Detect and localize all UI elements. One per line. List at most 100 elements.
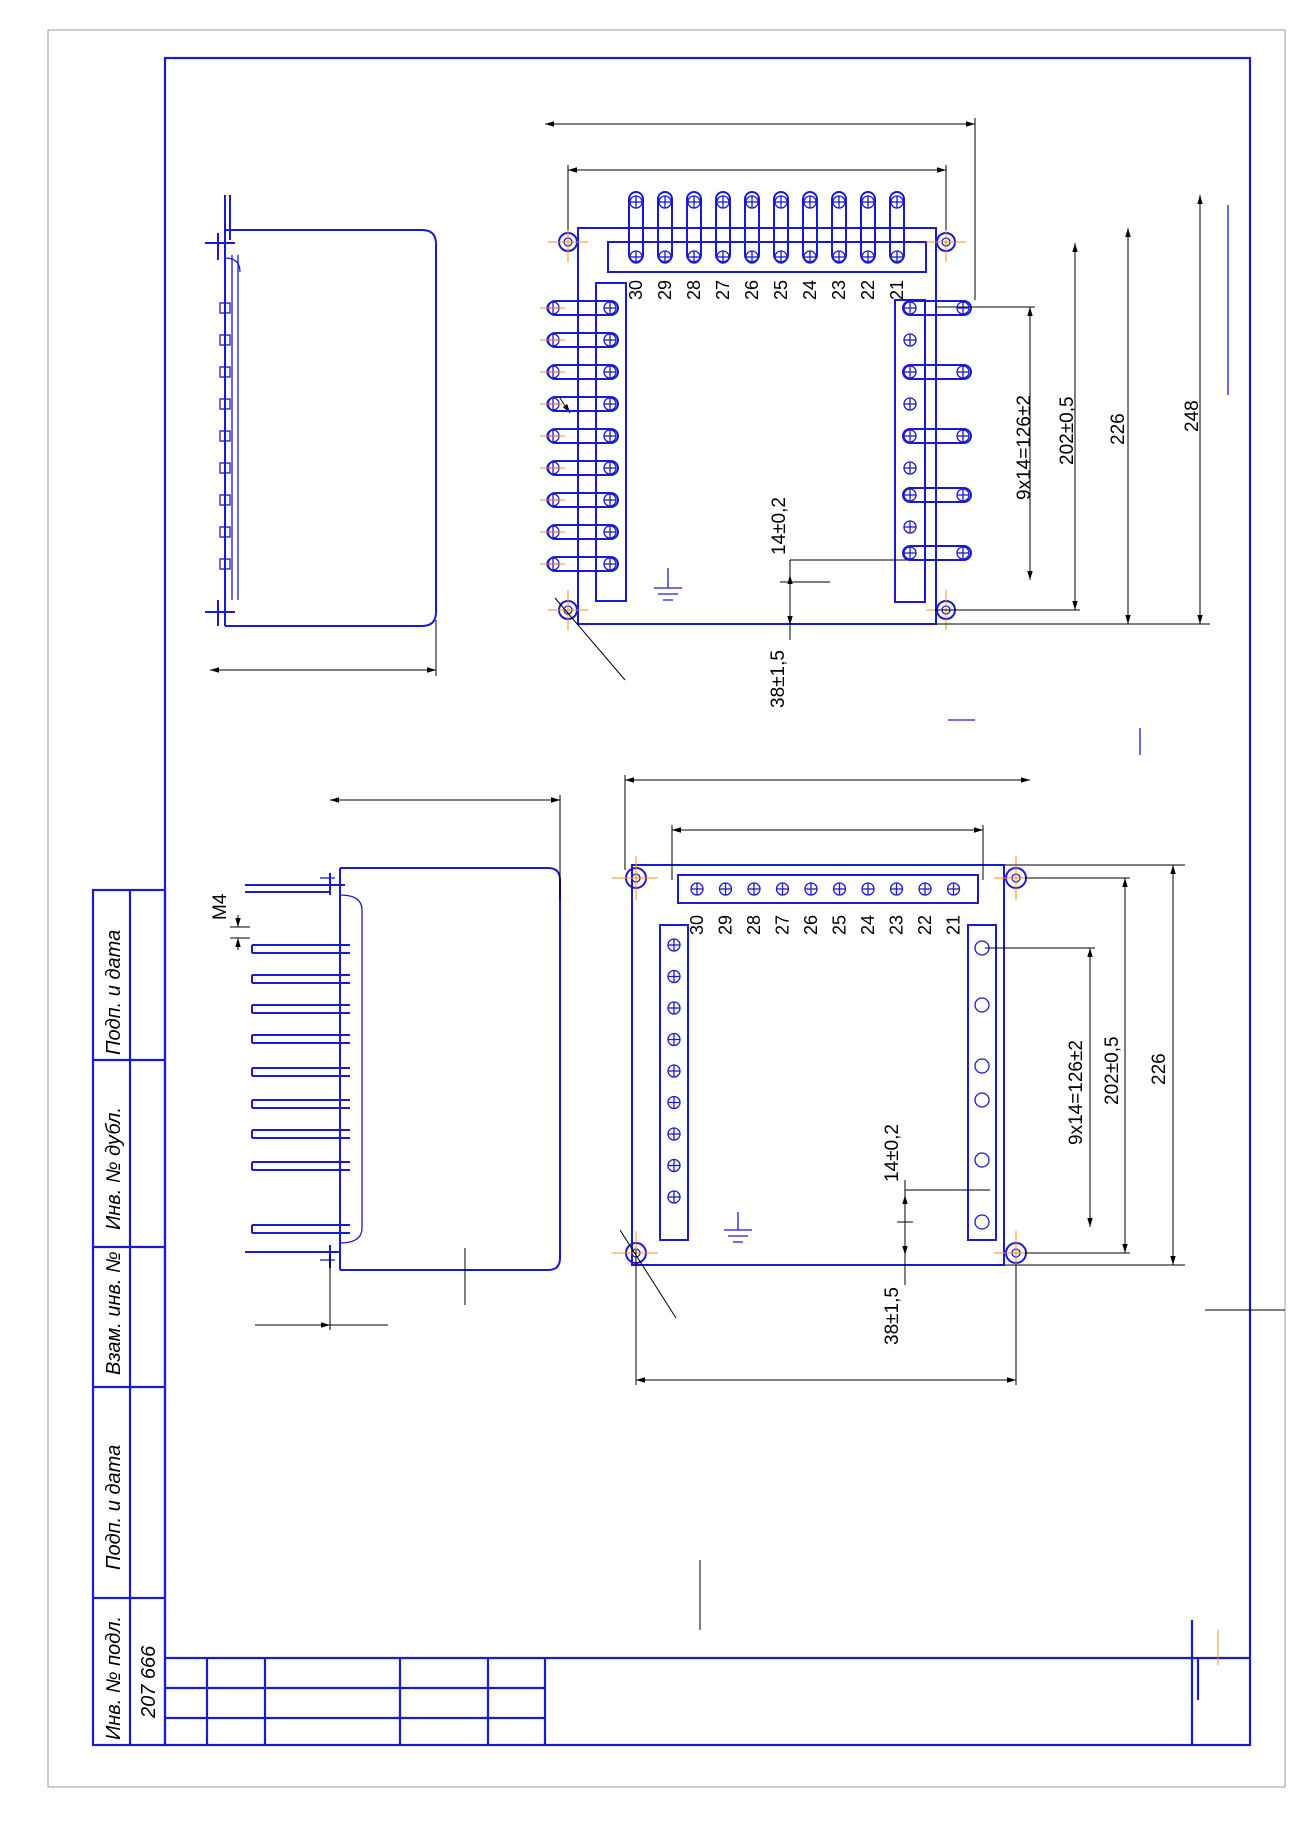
- terminal-number: 24: [800, 280, 820, 300]
- terminal-number: 23: [829, 280, 849, 300]
- terminal-stud: [775, 882, 790, 896]
- drawing-frame: [163, 56, 1252, 1747]
- terminal-stud: [774, 195, 788, 209]
- terminal-hole: [974, 1058, 990, 1074]
- terminal-stud: [861, 195, 875, 209]
- side-tab: [219, 462, 231, 474]
- side-tab: [219, 366, 231, 378]
- terminal-stud: [889, 882, 904, 896]
- terminal-stud: [832, 882, 847, 896]
- bottom-dim-202: 202±0,5: [1102, 1036, 1123, 1105]
- terminal-number: 24: [858, 915, 878, 935]
- terminal-stud: [687, 250, 701, 264]
- right-terminal-strip: [902, 487, 972, 503]
- terminal-number: 29: [655, 280, 675, 300]
- top-dim-38: 38±1,5: [768, 650, 789, 708]
- terminal-stud: [667, 1127, 681, 1141]
- top-plan-view: [545, 118, 1229, 755]
- terminal-hole: [974, 1092, 990, 1108]
- terminal-stud: [903, 365, 917, 379]
- terminal-number: 23: [887, 915, 907, 935]
- terminal-stud: [667, 1032, 681, 1047]
- side-tab: [219, 558, 231, 570]
- terminal-number: 27: [773, 915, 793, 935]
- side-tab: [219, 494, 231, 506]
- terminal-stud: [804, 882, 818, 896]
- terminal-stud: [667, 1001, 681, 1015]
- side-tab: [219, 302, 231, 314]
- top-dim-226: 226: [1108, 413, 1129, 445]
- terminal-stud: [903, 461, 917, 475]
- terminal-hole: [974, 1214, 990, 1230]
- terminal-stud: [603, 557, 617, 571]
- terminal-stud: [603, 365, 617, 379]
- right-terminal-strip: [902, 428, 972, 444]
- bottom-dim-pitch: 9x14=126±2: [1066, 1040, 1087, 1145]
- terminal-stud: [903, 429, 917, 443]
- terminal-stud: [667, 969, 681, 984]
- bottom-plan-view: [612, 775, 1285, 1630]
- terminal-stud: [956, 301, 970, 315]
- title-block: [165, 1620, 1250, 1745]
- inv-dubl-label: Инв. № дубл.: [103, 1107, 125, 1230]
- terminal-stud: [903, 301, 917, 315]
- terminal-stud: [956, 546, 970, 560]
- vzam-inv-label: Взам. инв. №: [103, 1251, 125, 1375]
- terminal-stud: [903, 488, 917, 502]
- terminal-stud: [903, 520, 917, 534]
- side-tab: [219, 398, 231, 410]
- side-view-bottom-pins: [251, 944, 350, 1234]
- terminal-stud: [603, 525, 617, 539]
- terminal-stud: [667, 1095, 681, 1110]
- terminal-stud: [667, 938, 681, 952]
- terminal-stud: [629, 250, 643, 264]
- terminal-stud: [745, 250, 759, 264]
- terminal-hole: [974, 940, 990, 956]
- terminal-number: 25: [830, 915, 850, 935]
- terminal-stud: [903, 333, 917, 347]
- terminal-stud: [629, 195, 643, 209]
- inv-podl-value: 207 666: [138, 1645, 160, 1719]
- terminal-stud: [890, 195, 904, 209]
- terminal-number: 26: [742, 280, 762, 300]
- terminal-stud: [903, 397, 917, 411]
- terminal-number: 21: [887, 280, 907, 300]
- terminal-number: 28: [744, 915, 764, 935]
- terminal-number: 26: [801, 915, 821, 935]
- right-terminal-strip: [902, 364, 972, 380]
- side-tab: [219, 526, 231, 538]
- terminal-stud: [803, 250, 817, 264]
- side-view-top-tabs: [219, 302, 231, 570]
- terminal-stud: [832, 250, 846, 264]
- top-dim-248: 248: [1182, 400, 1203, 432]
- terminal-stud: [861, 882, 875, 896]
- podp-data-label-1: Подп. и дата: [103, 1445, 125, 1570]
- terminal-number: 28: [684, 280, 704, 300]
- terminal-hole: [974, 1152, 990, 1168]
- terminal-stud: [603, 429, 617, 443]
- terminal-stud: [832, 195, 846, 209]
- terminal-number: 21: [944, 915, 964, 935]
- terminal-stud: [603, 333, 617, 347]
- terminal-stud: [687, 195, 701, 209]
- terminal-stud: [603, 301, 617, 315]
- terminal-stud: [690, 882, 704, 896]
- top-dim-pitch: 9x14=126±2: [1014, 395, 1035, 500]
- side-view-bottom: [230, 795, 561, 1330]
- terminal-number: 22: [858, 280, 878, 300]
- terminal-stud: [747, 882, 761, 896]
- bottom-dim-14: 14±0,2: [882, 1124, 903, 1182]
- terminal-stud: [667, 1158, 681, 1173]
- terminal-stud: [603, 461, 617, 475]
- terminal-number: 30: [626, 280, 646, 300]
- side-tab: [219, 334, 231, 346]
- bottom-dim-226: 226: [1149, 1053, 1170, 1085]
- terminal-stud: [956, 488, 970, 502]
- terminal-stud: [603, 397, 617, 411]
- terminal-stud: [903, 546, 917, 560]
- top-dim-14: 14±0,2: [769, 497, 790, 555]
- terminal-stud: [745, 195, 759, 209]
- right-terminal-strip: [902, 545, 972, 561]
